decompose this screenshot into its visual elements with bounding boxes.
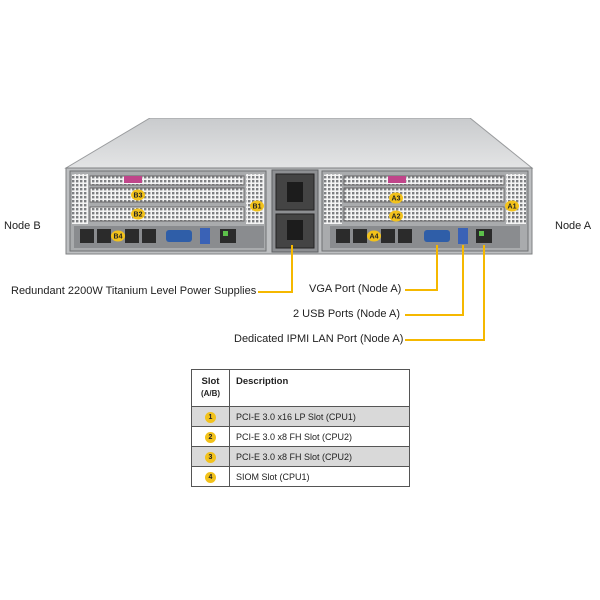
badge-b4 <box>111 230 125 242</box>
table-row: 1 PCI-E 3.0 x16 LP Slot (CPU1) <box>191 406 410 427</box>
ipmi-b-led <box>223 231 228 236</box>
slot-table: Slot (A/B) Description 1 PCI-E 3.0 x16 L… <box>191 369 410 487</box>
slot-description: PCI-E 3.0 x16 LP Slot (CPU1) <box>229 406 410 427</box>
badge-b2-text: B2 <box>134 212 143 219</box>
ipmi-callout: Dedicated IPMI LAN Port (Node A) <box>234 333 404 345</box>
usb-callout: 2 USB Ports (Node A) <box>293 308 400 320</box>
node-b-label: Node B <box>4 220 41 232</box>
header-slot-label: Slot <box>201 376 220 387</box>
lan-b-4 <box>142 229 156 243</box>
badge-a3-text: A3 <box>392 196 401 203</box>
badge-b3 <box>131 189 145 201</box>
lan-a-4 <box>398 229 412 243</box>
lan-b-3 <box>125 229 139 243</box>
psu-top-plug <box>287 182 303 202</box>
vent-a-right <box>506 174 526 224</box>
lan-a-2 <box>353 229 367 243</box>
badge-a4 <box>367 230 381 242</box>
vent-b-left <box>72 174 88 224</box>
slot-bracket-b-top <box>89 175 245 186</box>
badge-a4-text: A4 <box>370 234 379 241</box>
slot-bracket-a2 <box>343 206 505 222</box>
slot-number-badge: 1 <box>205 411 216 423</box>
header-slot-sub: (A/B) <box>200 389 221 398</box>
vga-leader <box>405 245 438 291</box>
node-a-label: Node A <box>555 220 592 232</box>
lan-a-1 <box>336 229 350 243</box>
table-row: 4 SIOM Slot (CPU1) <box>191 466 410 487</box>
slot-bracket-a3 <box>343 187 505 203</box>
usb-a <box>458 228 468 244</box>
slot-bracket-a-top <box>343 175 505 186</box>
slot-badges: B3 B2 B4 B1 A3 A2 A4 A1 <box>111 189 519 242</box>
pull-tab-b <box>124 176 142 183</box>
psu-leader <box>258 245 293 293</box>
header-description: Description <box>229 369 410 407</box>
badge-a3 <box>389 192 403 204</box>
slot-number-badge: 4 <box>205 471 216 483</box>
badge-b1-text: B1 <box>253 204 262 211</box>
slot-bracket-b3 <box>89 187 245 203</box>
ipmi-leader <box>405 245 485 341</box>
vga-callout: VGA Port (Node A) <box>309 283 402 295</box>
slot-number-badge: 3 <box>205 451 216 463</box>
badge-a1 <box>505 200 519 212</box>
psu-bottom-plug <box>287 220 303 240</box>
psu-callout: Redundant 2200W Titanium Level Power Sup… <box>11 285 257 297</box>
badge-b1 <box>250 200 264 212</box>
vent-b-right <box>246 174 264 224</box>
badge-b3-text: B3 <box>134 193 143 200</box>
lan-b-1 <box>80 229 94 243</box>
vent-a-left <box>324 174 342 224</box>
pull-tab-a <box>388 176 406 183</box>
usb-b <box>200 228 210 244</box>
header-slot: Slot (A/B) <box>191 369 230 407</box>
table-row: 3 PCI-E 3.0 x8 FH Slot (CPU2) <box>191 446 410 467</box>
badge-a1-text: A1 <box>508 204 517 211</box>
slot-number-badge: 2 <box>205 431 216 443</box>
vga-port-a <box>424 230 450 242</box>
slot-description: PCI-E 3.0 x8 FH Slot (CPU2) <box>229 446 410 467</box>
table-header-row: Slot (A/B) Description <box>191 369 410 407</box>
ipmi-a-led <box>479 231 484 236</box>
lan-a-3 <box>381 229 395 243</box>
badge-a2-text: A2 <box>392 214 401 221</box>
slot-description: SIOM Slot (CPU1) <box>229 466 410 487</box>
badge-a2 <box>389 210 403 222</box>
lan-b-2 <box>97 229 111 243</box>
server-rear-view: B3 B2 B4 B1 A3 A2 A4 A1 <box>64 118 534 255</box>
table-row: 2 PCI-E 3.0 x8 FH Slot (CPU2) <box>191 426 410 447</box>
usb-leader <box>405 245 464 316</box>
badge-b2 <box>131 208 145 220</box>
slot-description: PCI-E 3.0 x8 FH Slot (CPU2) <box>229 426 410 447</box>
vga-port-b <box>166 230 192 242</box>
slot-bracket-b2 <box>89 206 245 222</box>
badge-b4-text: B4 <box>114 234 123 241</box>
